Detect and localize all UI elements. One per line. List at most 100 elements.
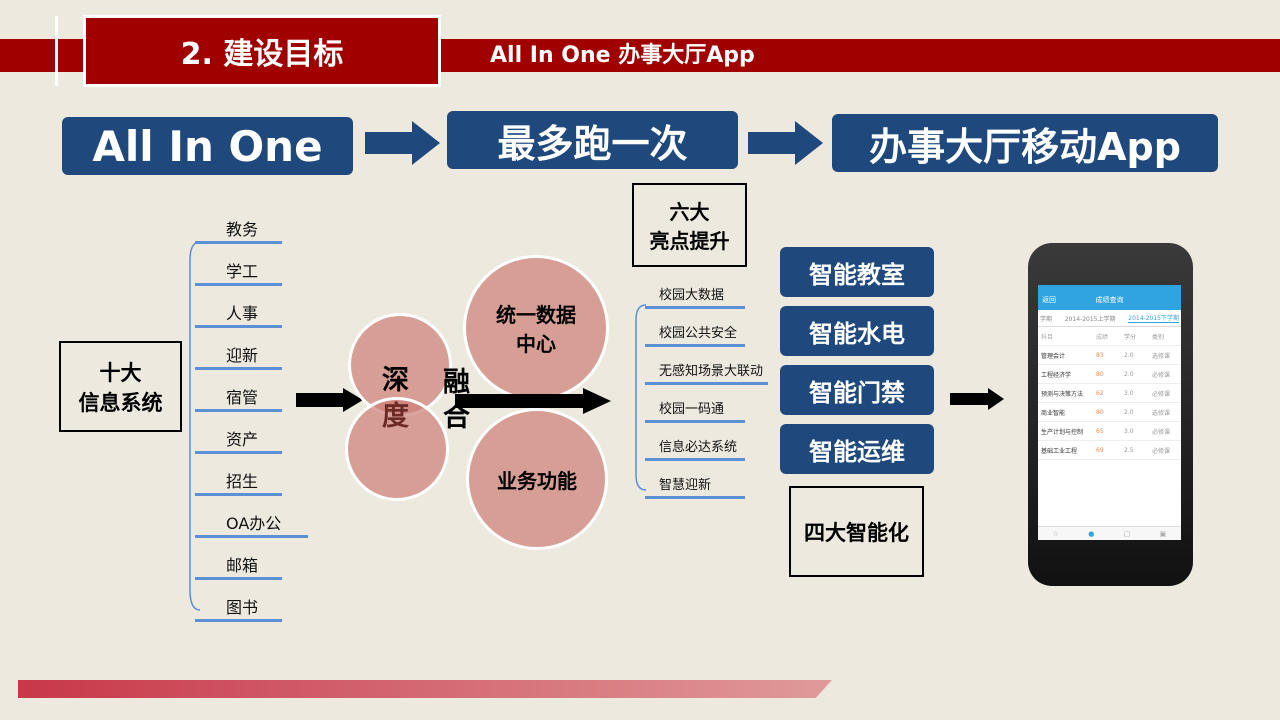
tab-term-1[interactable]: 2014-2015上学期 <box>1064 315 1116 323</box>
underline <box>195 619 282 622</box>
cell: 2.0 <box>1124 351 1134 359</box>
system-item: 人事 <box>226 304 259 323</box>
cell: 3.0 <box>1124 389 1134 397</box>
back-button[interactable]: 返回 <box>1042 296 1056 304</box>
systems-bracket <box>189 241 201 611</box>
arrow-icon <box>296 393 346 407</box>
cell: 3.0 <box>1124 427 1134 435</box>
underline <box>645 382 768 385</box>
arrow-head <box>795 121 823 165</box>
search-icon[interactable]: ● <box>1088 529 1095 538</box>
cell: 预测与决策方法 <box>1041 390 1084 398</box>
cell: 80 <box>1096 408 1104 416</box>
system-item: 迎新 <box>226 346 259 365</box>
highlight-item: 校园一码通 <box>659 402 725 417</box>
phone-screen: 返回 成绩查询 学期 2014-2015上学期 2014-2015下学期 科目 成… <box>1038 285 1181 540</box>
underline <box>645 496 745 499</box>
bag-icon[interactable]: ▣ <box>1159 529 1167 538</box>
system-item: 邮箱 <box>226 556 259 575</box>
arrow-icon <box>748 132 798 154</box>
highlights-bracket <box>635 304 647 491</box>
systems-label: 十大 信息系统 <box>59 341 182 432</box>
arrow-head <box>412 121 440 165</box>
system-item: 学工 <box>226 262 259 281</box>
phone-tabbar: ☆ ● ▢ ▣ <box>1038 526 1181 540</box>
data-center-circle: 统一数据 中心 <box>463 255 609 401</box>
smart-item: 智能教室 <box>780 247 934 297</box>
underline <box>645 306 745 309</box>
cell: 工程经济学 <box>1041 371 1072 379</box>
col: 学分 <box>1124 333 1137 341</box>
system-item: 教务 <box>226 220 259 239</box>
system-item: 图书 <box>226 598 259 617</box>
cell: 选修课 <box>1152 409 1171 417</box>
table-header: 科目 成绩 学分 类别 <box>1038 327 1181 346</box>
page-subtitle: All In One 办事大厅App <box>490 43 755 68</box>
highlight-item: 校园公共安全 <box>659 326 738 341</box>
smart-item: 智能门禁 <box>780 365 934 415</box>
fusion-char: 融 <box>443 367 470 398</box>
underline <box>195 535 308 538</box>
cell: 基础工业工程 <box>1041 447 1078 455</box>
highlight-item: 信息必达系统 <box>659 440 738 455</box>
underline <box>195 283 282 286</box>
arrow-icon <box>365 132 415 154</box>
cell: 必修课 <box>1152 371 1171 379</box>
cell: 商业智能 <box>1041 409 1066 417</box>
fusion-char: 深 <box>382 365 409 396</box>
table-row[interactable]: 基础工业工程 69 2.5 必修课 <box>1038 441 1181 460</box>
cell: 2.5 <box>1124 446 1134 454</box>
col: 科目 <box>1041 333 1054 341</box>
fusion-char: 合 <box>443 402 470 433</box>
highlight-item: 校园大数据 <box>659 288 725 303</box>
underline <box>645 420 745 423</box>
cell: 生产计划与控制 <box>1041 428 1084 436</box>
page-title: 2. 建设目标 <box>83 15 441 87</box>
col: 类别 <box>1152 333 1165 341</box>
cell: 2.0 <box>1124 370 1134 378</box>
table-row[interactable]: 商业智能 80 2.0 选修课 <box>1038 403 1181 422</box>
phone-title: 成绩查询 <box>1095 296 1124 304</box>
underline <box>195 367 282 370</box>
highlight-item: 无感知场景大联动 <box>659 364 764 379</box>
cell: 管理会计 <box>1041 352 1066 360</box>
cell: 65 <box>1096 427 1104 435</box>
underline <box>195 325 282 328</box>
underline <box>195 493 282 496</box>
underline <box>645 458 745 461</box>
arrow-head <box>583 388 611 414</box>
business-circle: 业务功能 <box>466 408 608 550</box>
table-row[interactable]: 生产计划与控制 65 3.0 必修课 <box>1038 422 1181 441</box>
tab-term-2[interactable]: 2014-2015下学期 <box>1128 315 1179 323</box>
cell: 2.0 <box>1124 408 1134 416</box>
system-item: 宿管 <box>226 388 259 407</box>
cell: 必修课 <box>1152 447 1171 455</box>
highlight-item: 智慧迎新 <box>659 478 712 493</box>
smart-item: 智能水电 <box>780 306 934 356</box>
star-icon[interactable]: ☆ <box>1052 529 1059 538</box>
cell: 选修课 <box>1152 352 1171 360</box>
tab-term[interactable]: 学期 <box>1040 315 1053 323</box>
divider <box>55 16 58 86</box>
message-icon[interactable]: ▢ <box>1123 529 1131 538</box>
cell: 69 <box>1096 446 1104 454</box>
table-row[interactable]: 管理会计 83 2.0 选修课 <box>1038 346 1181 365</box>
arrow-icon <box>950 393 990 405</box>
system-item: 招生 <box>226 472 259 491</box>
fusion-circle <box>345 397 449 501</box>
col: 成绩 <box>1096 333 1109 341</box>
underline <box>195 577 282 580</box>
smart-label: 四大智能化 <box>789 486 924 577</box>
smart-item: 智能运维 <box>780 424 934 474</box>
cell: 必修课 <box>1152 428 1171 436</box>
highlights-label: 六大 亮点提升 <box>632 183 747 267</box>
arrow-icon <box>455 394 585 408</box>
footer-bar <box>18 680 832 698</box>
cell: 83 <box>1096 351 1104 359</box>
underline <box>195 241 282 244</box>
arrow-head <box>988 388 1004 410</box>
system-item: 资产 <box>226 430 259 449</box>
system-item: OA办公 <box>226 514 282 533</box>
